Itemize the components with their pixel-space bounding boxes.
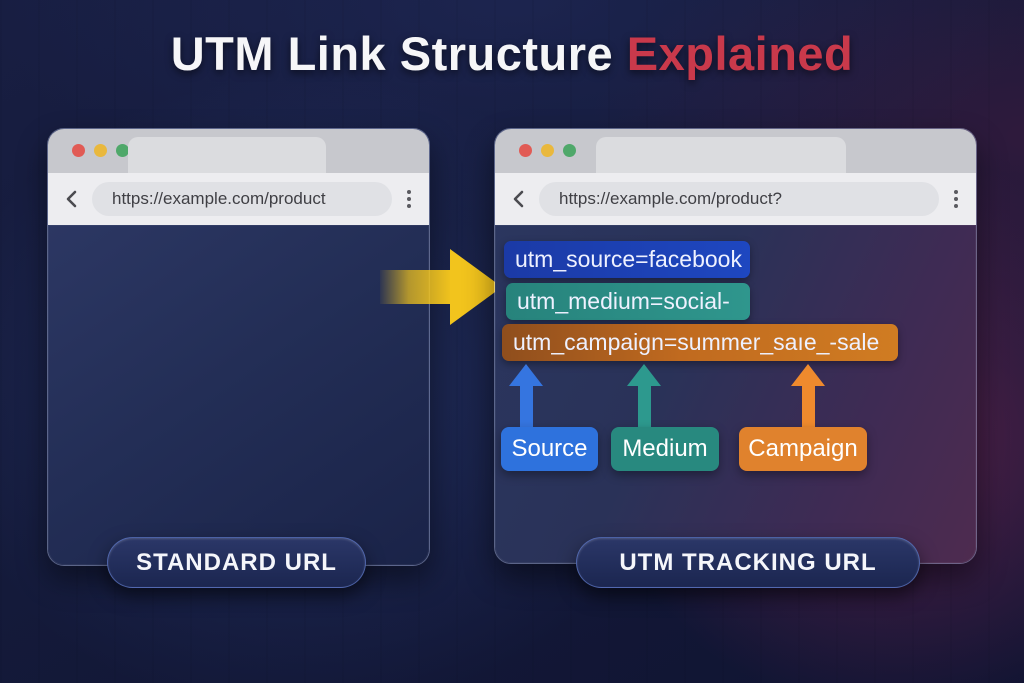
maximize-window-icon[interactable] <box>563 144 576 157</box>
browser-chrome <box>495 129 976 173</box>
browser-tab[interactable] <box>596 137 847 173</box>
param-label-medium: Medium <box>611 427 719 471</box>
utm-param-bar-source: utm_source=facebook <box>504 241 750 278</box>
close-window-icon[interactable] <box>519 144 532 157</box>
utm-param-bar-campaign: utm_campaign=summer_saıe_-sale <box>502 324 898 361</box>
browser-viewport <box>48 225 429 565</box>
browser-chrome <box>48 129 429 173</box>
up-arrow-icon-campaign <box>790 364 826 427</box>
close-window-icon[interactable] <box>72 144 85 157</box>
page-title: UTM Link Structure Explained <box>0 26 1024 81</box>
url-toolbar: https://example.com/product? <box>495 173 976 225</box>
url-field[interactable]: https://example.com/product <box>92 182 392 216</box>
page-title-main: UTM Link Structure <box>170 27 614 80</box>
maximize-window-icon[interactable] <box>116 144 129 157</box>
browser-window-utm: https://example.com/product? utm_source=… <box>494 128 977 564</box>
browser-window-standard: https://example.com/product <box>47 128 430 566</box>
browser-viewport: utm_source=facebook utm_medium=social- u… <box>495 225 976 563</box>
param-label-campaign: Campaign <box>739 427 867 471</box>
traffic-lights <box>72 144 129 157</box>
flow-arrow-icon <box>380 249 502 325</box>
caption-pill-standard-url: STANDARD URL <box>107 537 366 588</box>
kebab-menu-icon[interactable] <box>952 186 960 212</box>
up-arrow-icon-medium <box>626 364 662 427</box>
param-label-source: Source <box>501 427 598 471</box>
caption-pill-utm-tracking-url: UTM TRACKING URL <box>576 537 920 588</box>
url-toolbar: https://example.com/product <box>48 173 429 225</box>
browser-tab[interactable] <box>128 137 327 173</box>
back-chevron-icon[interactable] <box>64 189 79 209</box>
traffic-lights <box>519 144 576 157</box>
up-arrow-icon-source <box>508 364 544 427</box>
minimize-window-icon[interactable] <box>541 144 554 157</box>
back-chevron-icon[interactable] <box>511 189 526 209</box>
page-title-accent: Explained <box>626 27 854 80</box>
url-field[interactable]: https://example.com/product? <box>539 182 939 216</box>
minimize-window-icon[interactable] <box>94 144 107 157</box>
kebab-menu-icon[interactable] <box>405 186 413 212</box>
utm-param-bar-medium: utm_medium=social- <box>506 283 750 320</box>
